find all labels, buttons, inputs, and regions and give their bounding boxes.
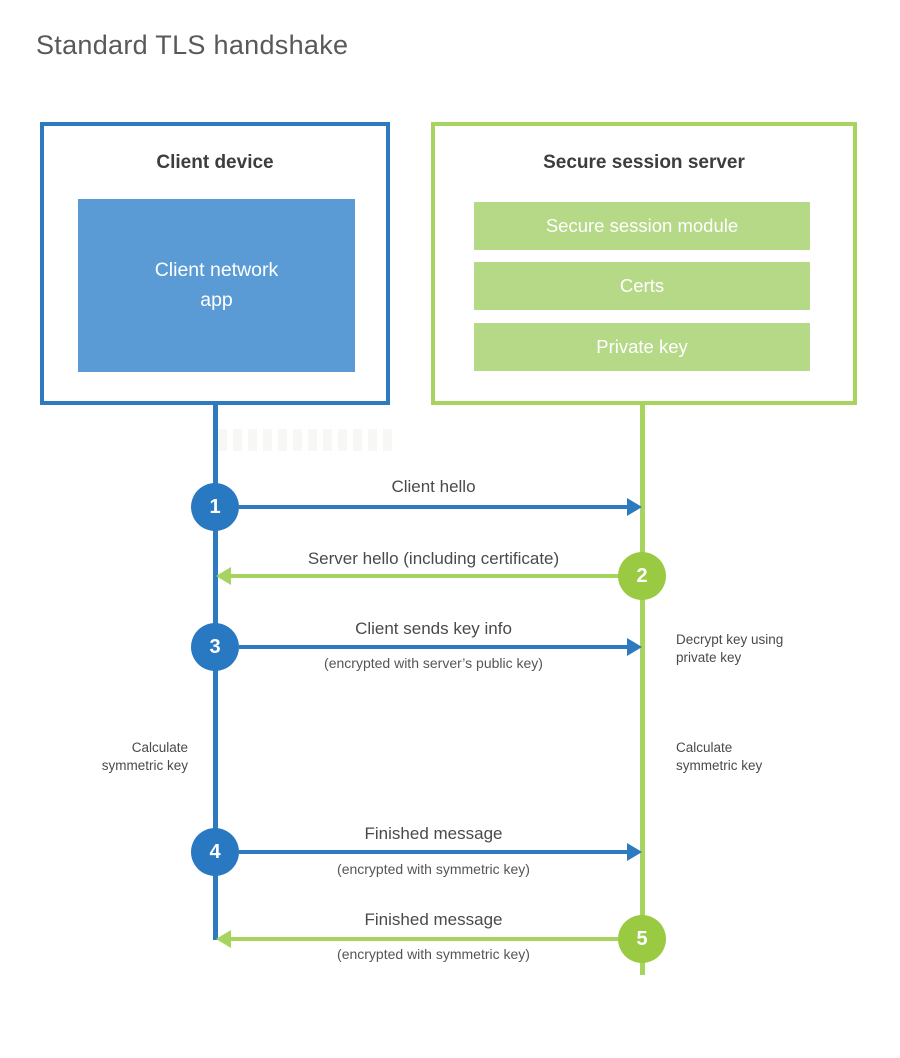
client-device-box: Client device Client network app [40, 122, 390, 405]
step-3-sublabel: (encrypted with server’s public key) [324, 655, 543, 671]
step-4-label: Finished message [364, 824, 503, 843]
arrow-right-icon [627, 638, 642, 656]
arrow-right-icon [627, 498, 642, 516]
step-5-sublabel: (encrypted with symmetric key) [337, 946, 530, 962]
client-box-title: Client device [156, 152, 274, 173]
step-4-sublabel: (encrypted with symmetric key) [337, 861, 530, 877]
step-4-marker: 4 [191, 828, 239, 876]
server-box-title: Secure session server [543, 152, 745, 173]
step-3-marker: 3 [191, 623, 239, 671]
page-title: Standard TLS handshake [36, 30, 349, 60]
client-network-app-block: Client network app [78, 199, 355, 372]
server-calc-symmetric-key-note: Calculate symmetric key [676, 740, 763, 773]
arrow-left-icon [216, 567, 231, 585]
client-calc-symmetric-key-note: Calculate symmetric key [101, 740, 188, 773]
step-2-arrow [216, 567, 618, 585]
step-2-marker: 2 [618, 552, 666, 600]
step-3-arrow [239, 638, 642, 656]
step-1-marker: 1 [191, 483, 239, 531]
step-4-arrow [239, 843, 642, 861]
secure-session-server-box: Secure session server Secure session mod… [431, 122, 857, 405]
step-1-label: Client hello [391, 477, 476, 496]
arrow-right-icon [627, 843, 642, 861]
step-5-marker: 5 [618, 915, 666, 963]
faint-artifact [218, 429, 396, 451]
step-5-arrow [216, 930, 618, 948]
arrow-left-icon [216, 930, 231, 948]
step-5-label: Finished message [364, 910, 503, 929]
server-lifeline [640, 405, 645, 975]
server-module-private-key: Private key [474, 323, 810, 371]
decrypt-key-note: Decrypt key using private key [676, 632, 784, 665]
step-2-label: Server hello (including certificate) [307, 549, 560, 568]
client-lifeline [213, 405, 218, 940]
step-3-label: Client sends key info [355, 619, 512, 638]
step-1-arrow [239, 498, 642, 516]
server-module-secure-session: Secure session module [474, 202, 810, 250]
server-module-certs: Certs [474, 262, 810, 310]
